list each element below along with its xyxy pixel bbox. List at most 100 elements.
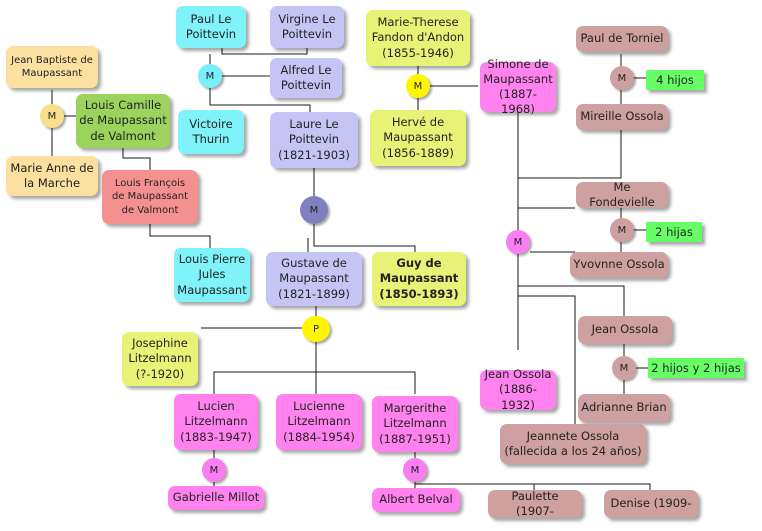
union-circle-lucien: M	[202, 458, 226, 482]
person-name: Paul de Torniel	[580, 31, 664, 46]
union-label: M	[410, 464, 420, 476]
union-label: M	[413, 80, 423, 92]
person-box-alfred-le-poittevin: Alfred Le Poittevin	[270, 58, 342, 98]
person-box-lucien: Lucien Litzelmann (1883-1947)	[174, 394, 258, 450]
connector-line	[415, 483, 651, 490]
person-name: Adrianne Brian	[581, 400, 667, 415]
person-name: Yvovnne Ossola	[573, 257, 665, 272]
person-name: Josephine Litzelmann (?-1920)	[128, 336, 192, 381]
union-label: M	[513, 236, 523, 248]
person-box-paul-le-poittevin: Paul Le Poittevin	[176, 6, 246, 48]
person-box-paul-de-torniel: Paul de Torniel	[576, 26, 668, 52]
person-box-josephine: Josephine Litzelmann (?-1920)	[122, 332, 198, 386]
person-name: Alfred Le Poittevin	[280, 62, 332, 92]
person-name: Margerithe Litzelmann (1887-1951)	[379, 401, 451, 446]
person-box-louis-francois: Louis François de Maupassant de Valmont	[102, 170, 198, 224]
person-name: Me Fondevielle	[589, 179, 655, 209]
union-circle-jean-adrianne: M	[612, 356, 636, 380]
children-note-text: 2 hijas	[655, 225, 693, 239]
person-box-albert: Albert Belval	[372, 488, 460, 512]
person-name: Jean Ossola (1886-1932)	[484, 367, 552, 412]
person-name: Virgine Le Poittevin	[278, 11, 336, 41]
person-name: Guy de Maupassant (1850-1893)	[379, 256, 459, 301]
children-note-torniel: 4 hijos	[646, 70, 704, 90]
person-box-gabrielle: Gabrielle Millot	[168, 486, 264, 510]
person-box-victoire-thurin: Victoire Thurin	[178, 110, 244, 154]
union-label: M	[617, 72, 627, 84]
connector-line	[209, 88, 311, 112]
connector-line	[313, 224, 416, 252]
union-circle-herve: M	[406, 74, 430, 98]
person-name: Jeannete Ossola (fallecida a los 24 años…	[504, 428, 642, 458]
person-box-gustave: Gustave de Maupassant (1821-1899)	[266, 252, 362, 306]
person-box-me-fondevielle: Me Fondevielle	[576, 179, 668, 209]
person-box-marie-therese: Marie-Therese Fandon d'Andon (1855-1946)	[366, 10, 470, 66]
union-circle-gustave-laure: M	[300, 196, 328, 224]
connector-line	[518, 285, 625, 316]
person-box-adrianne: Adrianne Brian	[578, 394, 670, 422]
connector-line	[518, 295, 576, 424]
union-label: M	[617, 224, 627, 236]
person-name: Gabrielle Millot	[172, 490, 260, 505]
person-name: Mireille Ossola	[580, 109, 664, 124]
person-name: Louis François de Maupassant de Valmont	[111, 178, 189, 216]
person-name: Jean Baptiste de Maupassant	[11, 54, 93, 79]
person-box-guy: Guy de Maupassant (1850-1893)	[372, 252, 466, 306]
person-name: Louis Pierre Jules Maupassant	[177, 252, 247, 297]
person-box-paulette: Paulette (1907-	[488, 488, 582, 518]
person-box-margerithe: Margerithe Litzelmann (1887-1951)	[372, 396, 458, 452]
person-box-mireille: Mireille Ossola	[576, 104, 668, 130]
person-box-louis-pierre: Louis Pierre Jules Maupassant	[174, 248, 250, 302]
person-name: Laure Le Poittevin (1821-1903)	[278, 117, 350, 162]
children-note-text: 2 hijos y 2 hijas	[651, 361, 741, 375]
person-name: Marie-Therese Fandon d'Andon (1855-1946)	[371, 15, 465, 60]
union-circle-simone: M	[506, 230, 530, 254]
person-name: Gustave de Maupassant (1821-1899)	[278, 256, 350, 301]
union-label: M	[205, 70, 215, 82]
union-circle-jean-baptiste: M	[40, 104, 64, 128]
connector-line	[213, 340, 317, 394]
person-name: Hervé de Maupassant (1856-1889)	[382, 115, 454, 160]
person-name: Jean Ossola	[591, 322, 659, 337]
union-circle-torniel: M	[610, 66, 634, 90]
union-circle-margerithe: M	[403, 458, 427, 482]
connector-line	[518, 130, 622, 179]
person-box-jean-ossola-right: Jean Ossola	[578, 316, 672, 344]
person-name: Lucienne Litzelmann (1884-1954)	[283, 399, 355, 444]
union-circle-guy-josephine: P	[302, 316, 330, 342]
person-box-jean-ossola-left: Jean Ossola (1886-1932)	[480, 367, 556, 412]
person-name: Marie Anne de la Marche	[10, 160, 94, 190]
union-label: M	[309, 204, 319, 216]
person-name: Albert Belval	[379, 492, 453, 507]
connector-line	[316, 371, 416, 394]
union-label: M	[619, 362, 629, 374]
union-label: M	[47, 110, 57, 122]
person-name: Paul Le Poittevin	[185, 11, 237, 41]
children-note-jean: 2 hijos y 2 hijas	[648, 358, 744, 378]
person-box-lucienne: Lucienne Litzelmann (1884-1954)	[276, 394, 362, 450]
person-box-jean-baptiste: Jean Baptiste de Maupassant	[6, 46, 98, 88]
union-label: P	[312, 323, 320, 335]
union-circle-le-poittevin: M	[198, 64, 222, 88]
person-box-marie-anne: Marie Anne de la Marche	[6, 156, 98, 196]
children-note-text: 4 hijos	[656, 73, 694, 87]
person-name: Lucien Litzelmann (1883-1947)	[180, 399, 252, 444]
person-box-laure: Laure Le Poittevin (1821-1903)	[270, 112, 358, 168]
person-name: Simone de Maupassant (1887-1968)	[483, 56, 553, 117]
connector-line	[122, 148, 151, 170]
person-name: Denise (1909-	[610, 496, 692, 511]
person-name: Paulette (1907-	[511, 488, 559, 518]
union-circle-fondevielle: M	[610, 218, 634, 242]
person-box-louis-camille: Louis Camille de Maupassant de Valmont	[76, 94, 170, 148]
children-note-fondevielle: 2 hijas	[646, 222, 702, 242]
person-box-simone: Simone de Maupassant (1887-1968)	[480, 57, 556, 116]
person-box-denise: Denise (1909-	[604, 490, 698, 518]
person-box-herve: Hervé de Maupassant (1856-1889)	[370, 110, 466, 166]
union-label: M	[209, 464, 219, 476]
connector-line	[221, 48, 308, 55]
person-name: Victoire Thurin	[189, 116, 233, 146]
person-box-yvovnne: Yvovnne Ossola	[570, 252, 668, 278]
connector-line	[149, 224, 211, 248]
